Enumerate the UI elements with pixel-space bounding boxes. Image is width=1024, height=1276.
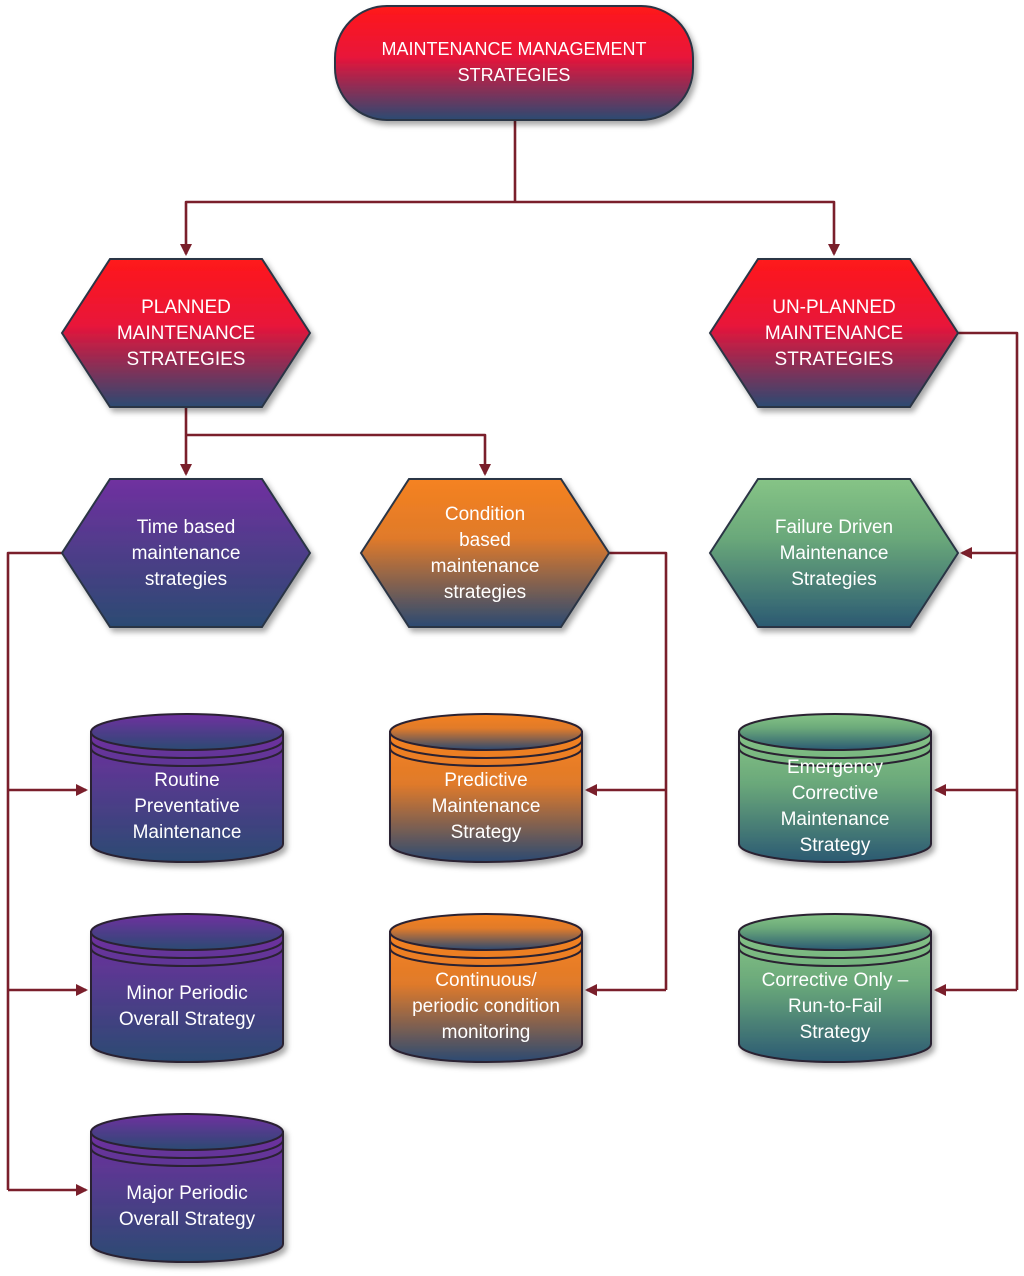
label-line: Maintenance [781, 809, 890, 830]
root-node [334, 5, 694, 121]
label-line: Time based [137, 517, 236, 538]
label-line: STRATEGIES [127, 349, 246, 370]
unplanned-label: UN-PLANNED MAINTENANCE STRATEGIES [765, 297, 903, 370]
emergency-cylinder [738, 713, 932, 863]
label-line: Strategies [791, 569, 877, 590]
connector-planned-to-condition [186, 433, 491, 476]
label-line: STRATEGIES [775, 349, 894, 370]
planned-label: PLANNED MAINTENANCE STRATEGIES [117, 297, 255, 370]
label-line: Maintenance [432, 796, 541, 817]
root-label: MAINTENANCE MANAGEMENT STRATEGIES [381, 39, 646, 85]
label-line: STRATEGIES [458, 65, 571, 85]
minor-periodic-cylinder [90, 913, 284, 1063]
label-line: Strategy [451, 822, 522, 843]
connector-time-trunk [6, 551, 64, 1190]
continuous-cylinder [389, 913, 583, 1063]
label-line: Predictive [444, 770, 527, 791]
label-line: Major Periodic [126, 1183, 247, 1204]
label-line: Emergency [787, 757, 884, 778]
label-line: Corrective [792, 783, 879, 804]
label-line: Failure Driven [775, 517, 893, 538]
label-line: maintenance [431, 556, 540, 577]
connectors [6, 120, 1019, 1196]
label-line: Overall Strategy [119, 1009, 256, 1030]
label-line: Condition [445, 504, 525, 525]
unplanned-hexagon [708, 258, 960, 408]
label-line: Strategy [800, 835, 871, 856]
connector-root-to-unplanned [515, 200, 840, 256]
label-line: MAINTENANCE [117, 323, 255, 344]
connector-root-to-planned [180, 200, 515, 256]
label-line: maintenance [132, 543, 241, 564]
planned-hexagon [60, 258, 312, 408]
label-line: PLANNED [141, 297, 231, 318]
label-line: Preventative [134, 796, 240, 817]
label-line: Routine [154, 770, 220, 791]
major-periodic-cylinder [90, 1113, 284, 1263]
condition-based-label: Condition based maintenance strategies [431, 504, 540, 603]
label-line: monitoring [442, 1022, 531, 1043]
label-line: periodic condition [412, 996, 560, 1017]
label-line: Minor Periodic [126, 983, 247, 1004]
label-line: strategies [444, 582, 526, 603]
connector-unplanned-trunk [958, 331, 1019, 990]
label-line: Maintenance [133, 822, 242, 843]
label-line: UN-PLANNED [772, 297, 896, 318]
label-line: MAINTENANCE MANAGEMENT [381, 39, 646, 59]
time-based-label: Time based maintenance strategies [132, 517, 241, 590]
label-line: strategies [145, 569, 227, 590]
predictive-cylinder [389, 713, 583, 863]
failure-driven-hexagon [708, 478, 960, 628]
label-line: Overall Strategy [119, 1209, 256, 1230]
label-line: Maintenance [780, 543, 889, 564]
corrective-only-cylinder [738, 913, 932, 1063]
routine-cylinder [90, 713, 284, 863]
label-line: Strategy [800, 1022, 871, 1043]
label-line: based [459, 530, 511, 551]
label-line: Corrective Only – [762, 970, 909, 991]
label-line: Continuous/ [435, 970, 537, 991]
label-line: MAINTENANCE [765, 323, 903, 344]
time-based-hexagon [60, 478, 312, 628]
condition-based-hexagon [359, 478, 611, 628]
continuous-label: Continuous/periodic condition monitoring [412, 970, 560, 1043]
connector-condition-trunk [609, 551, 668, 990]
label-line: Run-to-Fail [788, 996, 882, 1017]
